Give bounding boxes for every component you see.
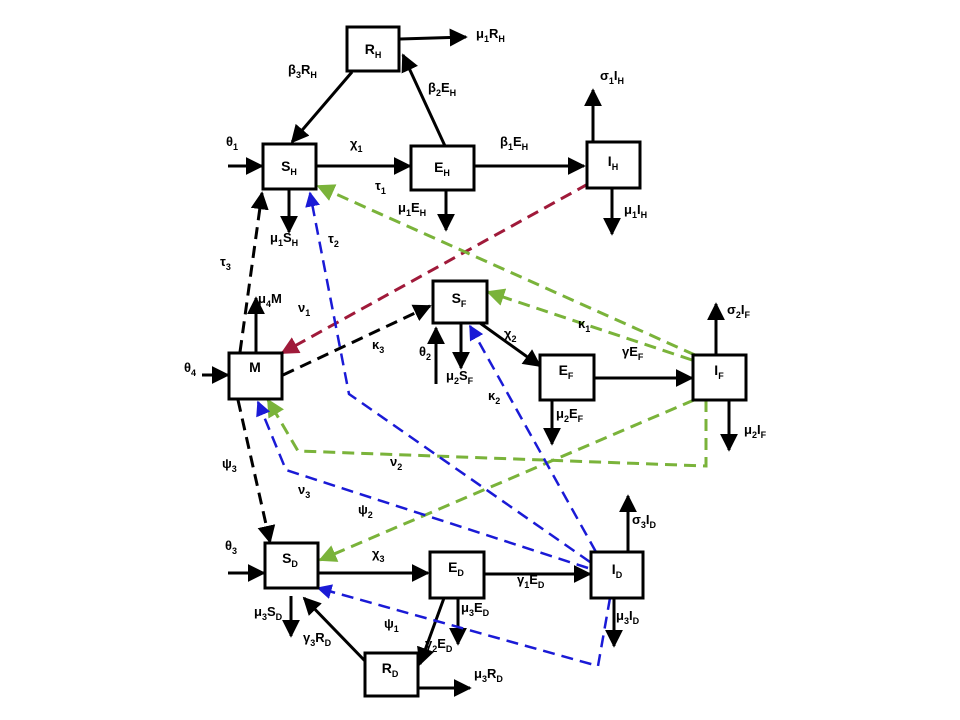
edge-labels: μ1RH β3RH β2EH σ1IH θ1 χ1 β1EH τ1 μ1EH μ1IH μ1SH τ2… xyxy=(184,26,767,684)
label-mu1SH: μ1SH xyxy=(270,230,298,248)
svg-text:SD: SD xyxy=(282,550,298,569)
label-psi3: ψ3 xyxy=(222,456,237,474)
label-mu3SD: μ3SD xyxy=(254,604,283,622)
edge-ID-SH-tau2 xyxy=(305,191,591,564)
label-chi1: χ1 xyxy=(350,136,363,154)
svg-text:RD: RD xyxy=(382,660,399,679)
edge-IF-M-nu2 xyxy=(266,398,708,468)
label-sigma2IF: σ2IF xyxy=(727,302,751,320)
label-gammaEF: γEF xyxy=(622,344,644,362)
edge-IH-M-nu1 xyxy=(280,182,589,355)
svg-text:M: M xyxy=(249,359,261,375)
node-EF: EF xyxy=(538,353,596,402)
edge-EH-RH xyxy=(401,53,447,147)
label-mu4M: μ4M xyxy=(258,291,282,309)
label-tau2: τ2 xyxy=(328,231,339,249)
node-IF: IF xyxy=(691,353,748,402)
label-beta3RH: β3RH xyxy=(288,62,317,80)
label-nu2: ν2 xyxy=(390,454,402,472)
label-gamma3RD: γ3RD xyxy=(303,630,332,648)
node-SD: SD xyxy=(263,541,320,590)
node-ED: ED xyxy=(428,550,486,600)
svg-text:ED: ED xyxy=(448,559,464,578)
edge-RD-SD xyxy=(302,596,368,664)
label-gamma1ED: γ1ED xyxy=(517,572,545,590)
node-M: M xyxy=(227,351,284,401)
label-mu3ID: μ3ID xyxy=(616,608,640,626)
edges-solid xyxy=(202,28,738,697)
label-kappa3: κ3 xyxy=(372,337,384,355)
label-theta3: θ3 xyxy=(225,538,237,556)
label-theta2: θ2 xyxy=(419,344,431,362)
label-beta2EH: β2EH xyxy=(428,80,456,98)
label-nu1: ν1 xyxy=(298,300,310,318)
label-mu3RD: μ3RD xyxy=(474,666,503,684)
svg-text:RH: RH xyxy=(365,41,382,60)
node-SF: SF xyxy=(431,279,489,325)
edges-dashed-black xyxy=(236,191,432,544)
label-mu1RH: μ1RH xyxy=(476,26,505,44)
edge-M-SD-psi3 xyxy=(236,399,276,544)
label-psi2: ψ2 xyxy=(358,502,373,520)
node-EH: EH xyxy=(409,144,476,192)
nodes: RH SH EH IH M SF EF IF xyxy=(227,25,748,698)
edge-SF-EF xyxy=(479,321,542,368)
svg-text:EH: EH xyxy=(434,159,450,178)
node-IH: IH xyxy=(585,140,642,190)
label-gamma2ED: γ2ED xyxy=(425,636,453,654)
node-RD: RD xyxy=(363,651,420,698)
label-sigma1IH: σ1IH xyxy=(600,68,624,86)
edge-ID-SD-psi1 xyxy=(316,584,612,668)
label-theta1: θ1 xyxy=(226,134,238,152)
label-theta4: θ4 xyxy=(184,360,196,378)
edges-dashed-red xyxy=(280,182,589,355)
label-tau1: τ1 xyxy=(375,178,386,196)
edge-RH-SH xyxy=(290,71,354,144)
label-chi2: χ2 xyxy=(504,326,517,344)
label-mu2IF: μ2IF xyxy=(744,422,767,440)
node-RH: RH xyxy=(345,25,401,73)
edge-ED-RD xyxy=(417,597,446,666)
node-ID: ID xyxy=(589,550,645,600)
svg-text:EF: EF xyxy=(559,362,574,381)
label-kappa2: κ2 xyxy=(488,388,500,406)
label-kappa1: κ1 xyxy=(578,316,590,334)
label-sigma3ID: σ3ID xyxy=(632,512,657,530)
label-tau3: τ3 xyxy=(220,254,231,272)
svg-text:SH: SH xyxy=(281,158,297,177)
svg-text:SF: SF xyxy=(452,290,467,309)
label-mu1IH: μ1IH xyxy=(624,202,647,220)
edge-RH-out xyxy=(399,28,468,47)
edge-IF-SF-kappa1 xyxy=(486,288,693,362)
edges-dashed-blue xyxy=(256,191,612,668)
label-nu3: ν3 xyxy=(298,482,310,500)
label-mu2EF: μ2EF xyxy=(556,406,584,424)
svg-text:IF: IF xyxy=(714,362,724,381)
edge-M-SH-tau3 xyxy=(238,191,269,353)
label-mu2SF: μ2SF xyxy=(446,368,474,386)
svg-text:IH: IH xyxy=(608,153,618,172)
edges-dashed-green xyxy=(266,184,708,562)
edge-ID-SF-kappa2 xyxy=(468,324,598,553)
label-chi3: χ3 xyxy=(372,546,385,564)
label-mu1EH: μ1EH xyxy=(398,200,426,218)
edge-IF-SH-tau1 xyxy=(316,184,696,357)
label-beta1EH: β1EH xyxy=(500,134,528,152)
edge-IF-SD-psi2 xyxy=(318,398,695,562)
edge-M-SF-kappa3 xyxy=(282,304,432,377)
node-SH: SH xyxy=(261,142,318,191)
svg-text:ID: ID xyxy=(612,561,623,580)
label-mu3ED: μ3ED xyxy=(461,600,490,618)
edge-ID-M-nu3 xyxy=(256,400,589,570)
label-psi1: ψ1 xyxy=(384,616,399,634)
